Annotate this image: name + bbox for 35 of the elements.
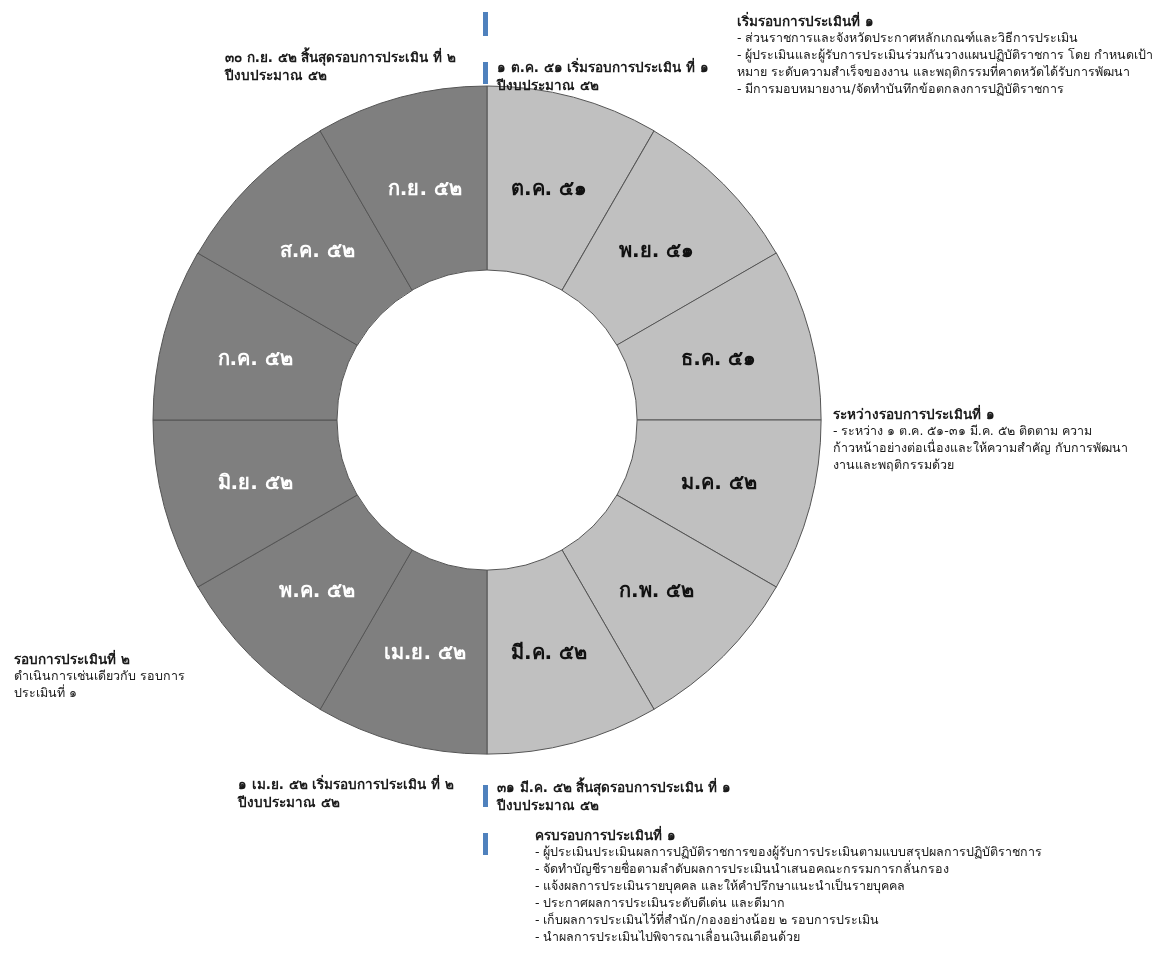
month-label: ม.ค. ๕๒: [680, 469, 757, 497]
note-text: - นำผลการประเมินไปพิจารณาเลื่อนเงินเดือนด้วย: [535, 928, 802, 946]
month-label: ก.ย. ๕๒: [387, 175, 462, 203]
note-text: - ระหว่าง ๑ ต.ค. ๕๑-๓๑ มี.ค. ๕๒ ติดตาม ความก้าวหน้าอย่างต่อเนื่องและให้ความสำคัญ กับการพัฒนางานและพฤติกรรมด้วย: [833, 423, 1129, 474]
milestone-text: ๓๑ มี.ค. ๕๒ สิ้นสุดรอบการประเมิน ที่ ๑ ปีงบประมาณ ๕๒: [497, 778, 732, 815]
month-label: พ.ย. ๕๑: [619, 237, 695, 265]
milestone-text: ๑ เม.ย. ๕๒ เริ่มรอบการประเมิน ที่ ๒ ปีงบประมาณ ๕๒: [238, 775, 455, 812]
month-segment: [562, 495, 777, 710]
heading: เริ่มรอบการประเมินที่ ๑: [737, 12, 875, 31]
note-text: - ผู้ประเมินและผู้รับการประเมินร่วมกันวางแผนปฏิบัติราชการ โดย กำหนดเป้าหมาย ระดับความสำเร็จของงาน และพฤติกรรมที่คาดหวัดได้รับการพัฒนา: [737, 47, 1155, 81]
month-segment: [320, 549, 487, 754]
month-label: ธ.ค. ๕๑: [681, 344, 757, 372]
month-label: พ.ค. ๕๒: [279, 576, 356, 604]
month-segment: [320, 86, 487, 291]
note-text: - จัดทำบัญชีรายชื่อตามลำดับผลการประเมินนำเสนอคณะกรรมการกลั่นกรอง: [535, 861, 950, 878]
note-text: - มีการมอบหมายงาน/จัดทำบันทึกข้อตกลงการปฏิบัติราชการ: [737, 80, 1065, 98]
month-label: มิ.ย. ๕๒: [217, 469, 293, 497]
month-label: เม.ย. ๕๒: [383, 638, 466, 666]
heading: ระหว่างรอบการประเมินที่ ๑: [833, 405, 996, 424]
month-label: ก.ค. ๕๒: [217, 344, 293, 372]
milestone-text: ๑ ต.ค. ๕๑ เริ่มรอบการประเมิน ที่ ๑ ปีงบประมาณ ๕๒: [497, 58, 710, 95]
month-label: ต.ค. ๕๑: [511, 175, 588, 203]
note-text: - ส่วนราชการและจังหวัดประกาศหลักเกณฑ์และวิธีการประเมิน: [737, 30, 1080, 48]
heading: รอบการประเมินที่ ๒: [14, 650, 131, 669]
milestone-text: ๓๐ ก.ย. ๕๒ สิ้นสุดรอบการประเมิน ที่ ๒ ปีงบประมาณ ๕๒: [225, 48, 457, 85]
note-text: - ผู้ประเมินประเมินผลการปฏิบัติราชการของผู้รับการประเมินตามแบบสรุปผลการปฏิบัติราชการ: [535, 844, 1044, 861]
note-text: - เก็บผลการประเมินไว้ที่สำนัก/กองอย่างน้อย ๒ รอบการประเมิน: [535, 911, 880, 928]
heading: ครบรอบการประเมินที่ ๑: [535, 826, 677, 845]
month-segment: [562, 130, 777, 345]
month-label: มี.ค. ๕๒: [511, 638, 588, 666]
note-text: - ประกาศผลการประเมินระดับดีเด่น และดีมาก: [535, 894, 787, 911]
note-text: ดำเนินการเช่นเดียวกับ รอบการประเมินที่ ๑: [14, 668, 186, 702]
note-text: - แจ้งผลการประเมินรายบุคคล และให้คำปรึกษาแนะนำเป็นรายบุคคล: [535, 877, 907, 895]
month-label: ส.ค. ๕๒: [279, 237, 355, 265]
month-label: ก.พ. ๕๒: [619, 576, 695, 604]
